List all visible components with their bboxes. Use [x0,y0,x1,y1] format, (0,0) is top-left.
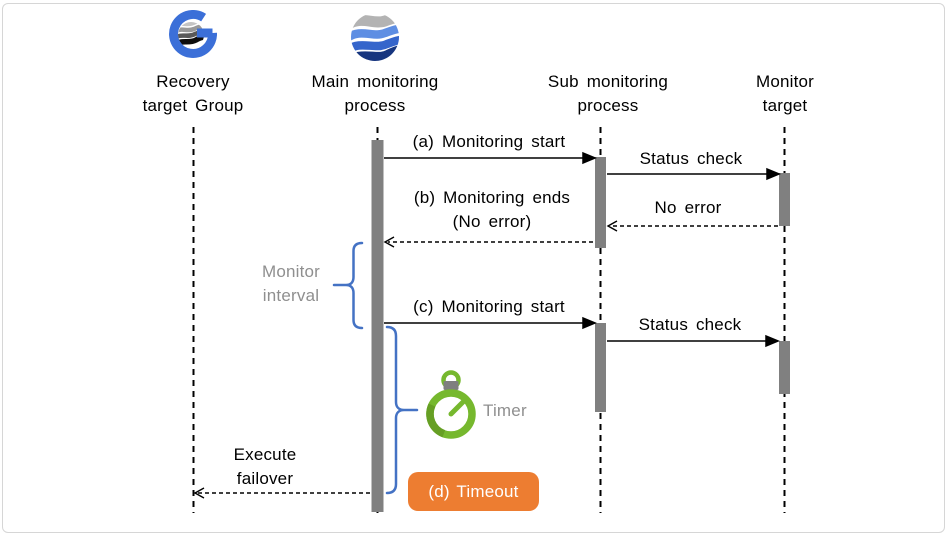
arrow-status-check-2 [607,334,780,348]
message-label-monitoring-start-a: (a) Monitoring start [412,132,566,151]
message-label-status-check-1: Status check [639,149,743,168]
arrow-execute-failover [193,487,370,499]
arrow-monitoring-start-c [384,316,597,330]
message-label-monitoring-start-c: (c) Monitoring start [413,297,565,316]
activation-target-2 [779,341,790,394]
timer-brace [385,325,419,495]
message-label-no-error: No error [654,198,722,217]
timeout-badge: (d) Timeout [408,472,539,511]
activation-main [371,140,384,512]
diagram-card [2,3,945,533]
message-label-status-check-2: Status check [638,315,742,334]
arrow-monitoring-start-a [384,151,597,165]
activation-sub-1 [595,157,606,248]
activation-target-1 [779,173,790,226]
timer-stopwatch-icon [426,370,476,439]
arrow-status-check-1 [607,167,781,181]
message-label-monitoring-ends-b: (b) Monitoring ends(No error) [413,188,571,231]
arrow-no-error [606,220,778,232]
main-process-wave-globe-icon [351,13,399,61]
recovery-group-icon [169,10,217,58]
arrow-monitoring-ends-b [383,236,593,248]
activation-sub-2 [595,323,606,412]
monitor-interval-brace [332,241,364,330]
annotation-timer-label: Timer [483,401,527,420]
